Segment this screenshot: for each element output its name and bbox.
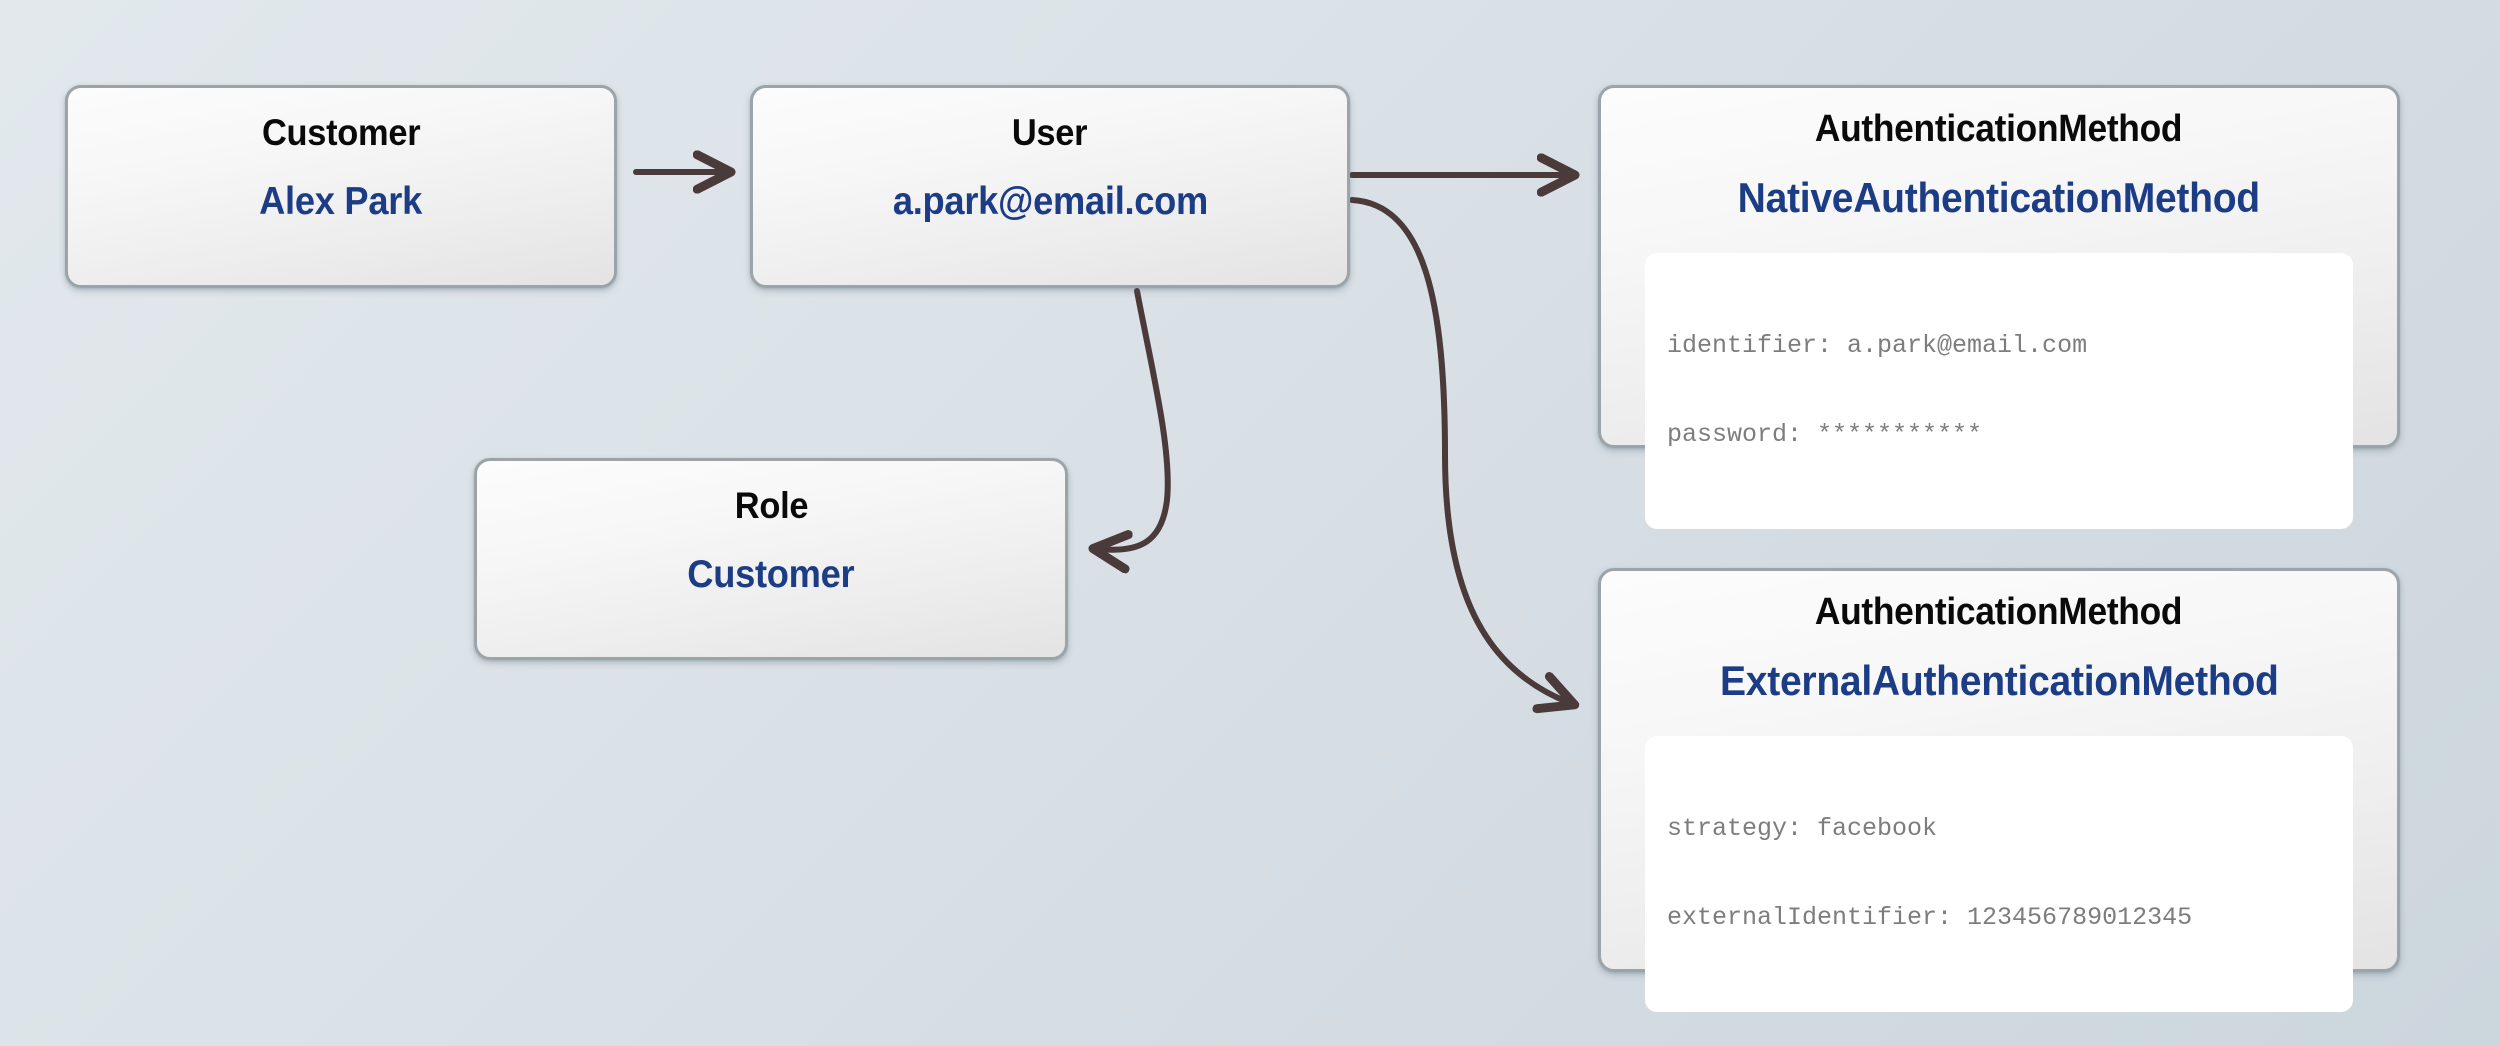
node-customer[interactable]: Customer Alex Park [65, 85, 617, 288]
node-external-auth-type: AuthenticationMethod [1815, 591, 2183, 633]
node-external-auth-value: ExternalAuthenticationMethod [1719, 657, 2279, 704]
edge-user-to-role [1098, 288, 1171, 550]
attribute-identifier: identifier: a.park@email.com [1667, 331, 2088, 360]
node-role-type: Role [734, 485, 808, 526]
node-user-type: User [1012, 112, 1088, 153]
node-role[interactable]: Role Customer [474, 458, 1068, 660]
node-user[interactable]: User a.park@email.com [750, 85, 1350, 288]
attribute-strategy: strategy: facebook [1667, 814, 1938, 843]
node-external-auth-attributes: strategy: facebook externalIdentifier: 1… [1645, 736, 2353, 1012]
attribute-external-identifier: externalIdentifier: 123456789012345 [1667, 902, 2193, 932]
edge-user-to-external-auth [1349, 197, 1570, 703]
node-role-value: Customer [687, 553, 855, 596]
node-user-value: a.park@email.com [892, 180, 1208, 223]
node-customer-type: Customer [261, 112, 421, 153]
node-native-auth-attributes: identifier: a.park@email.com password: *… [1645, 253, 2353, 529]
node-external-auth[interactable]: AuthenticationMethod ExternalAuthenticat… [1598, 568, 2400, 1012]
node-native-auth-value: NativeAuthenticationMethod [1737, 174, 2261, 221]
node-native-auth[interactable]: AuthenticationMethod NativeAuthenticatio… [1598, 85, 2400, 529]
node-native-auth-type: AuthenticationMethod [1815, 108, 2183, 150]
attribute-password: password: *********** [1667, 419, 1983, 449]
node-customer-value: Alex Park [259, 180, 423, 223]
